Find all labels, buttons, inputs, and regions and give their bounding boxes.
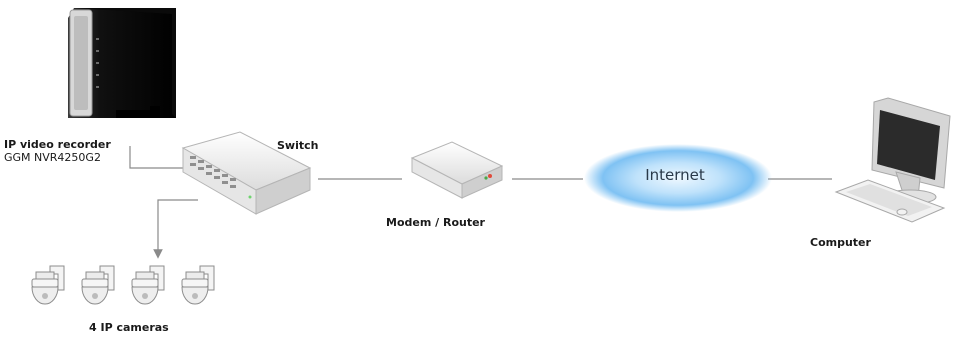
nvr-model: GGM NVR4250G2 (4, 151, 101, 164)
cameras-label: 4 IP cameras (89, 321, 169, 334)
internet-cloud (584, 144, 772, 212)
ip-camera-icon (181, 265, 215, 305)
nvr-switch-link (129, 146, 190, 169)
switch-device (181, 131, 312, 215)
switch-cameras-link (153, 199, 198, 259)
ip-camera-icon (31, 265, 65, 305)
connection-lines (129, 146, 832, 259)
computer-label: Computer (810, 236, 871, 249)
ip-camera-icon (131, 265, 165, 305)
computer-device (834, 97, 951, 223)
ip-cameras (31, 265, 215, 305)
switch-label: Switch (277, 139, 319, 152)
ip-camera-icon (81, 265, 115, 305)
internet-label: Internet (645, 166, 705, 184)
router-device (410, 141, 504, 199)
nvr-title: IP video recorder (4, 138, 111, 151)
nvr-device (68, 8, 176, 118)
router-label: Modem / Router (386, 216, 485, 229)
